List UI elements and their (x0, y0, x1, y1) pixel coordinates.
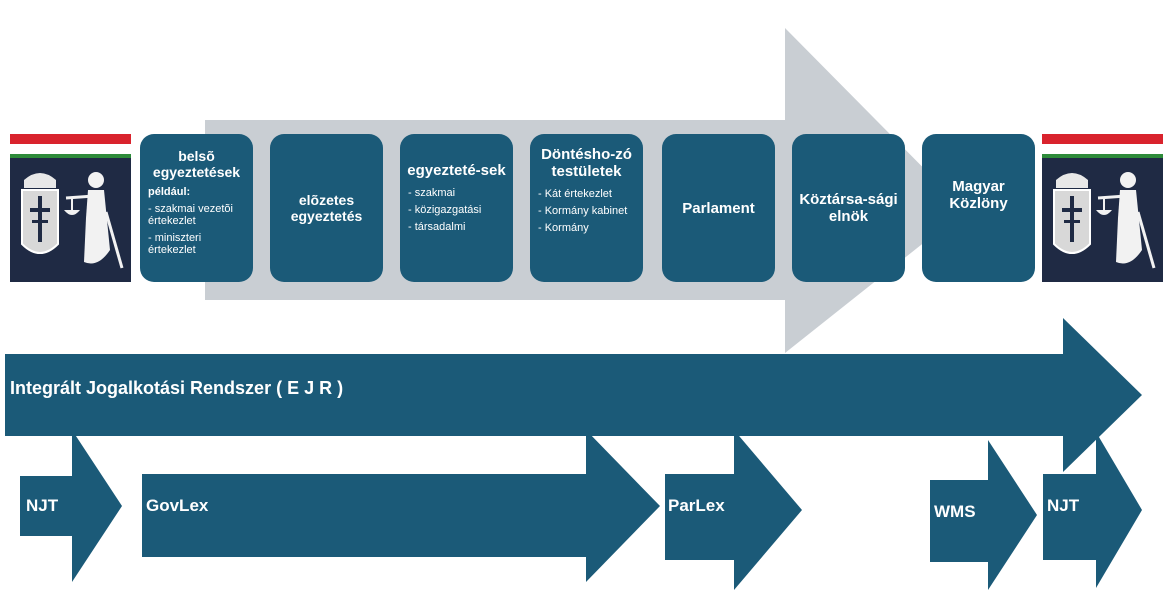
njt-right-arrow (1043, 432, 1142, 588)
wms-label: WMS (934, 502, 976, 521)
ejr-label: Integrált Jogalkotási Rendszer ( E J R ) (10, 378, 344, 398)
parlex-label: ParLex (668, 496, 725, 515)
step-decision-bodies: Döntésho-zó testületek - Kát értekezlet … (530, 134, 643, 282)
step-item: - Kát értekezlet (538, 188, 612, 200)
step-details: - szakmai - közigazgatási - társadalmi (400, 185, 513, 233)
njt-left-label: NJT (26, 496, 59, 515)
step-item: - Kormány kabinet (538, 205, 628, 217)
wms-arrow (930, 440, 1037, 590)
step-consultations: egyezteté-sek - szakmai - közigazgatási … (400, 134, 513, 282)
step-item: - szakmai vezetõi értekezlet (148, 203, 233, 227)
parlex-arrow (665, 430, 802, 590)
step-internal-consultation: belsõ egyeztetések például: - szakmai ve… (140, 134, 253, 282)
flag-white-stripe (10, 144, 131, 154)
step-parliament: Parlament (662, 134, 775, 282)
govlex-label: GovLex (146, 496, 209, 515)
emblem-left (10, 158, 131, 282)
step-item: - szakmai (408, 187, 456, 199)
ejr-arrow (5, 318, 1142, 472)
step-item: - társadalmi (408, 221, 466, 233)
justice-coat-of-arms-icon (21, 172, 124, 269)
step-title: Döntésho-zó testületek (541, 146, 632, 180)
govlex-arrow (142, 430, 660, 582)
step-official-gazette: Magyar Közlöny (922, 134, 1035, 282)
step-title: elõzetes egyeztetés (290, 192, 363, 224)
step-title: Magyar Közlöny (949, 178, 1008, 212)
njt-right-label: NJT (1047, 496, 1080, 515)
flag-red-stripe (10, 134, 131, 144)
step-details: - Kát értekezlet - Kormány kabinet - Kor… (530, 186, 643, 234)
step-title: Köztársa-sági elnök (799, 191, 898, 225)
step-item: - miniszteri értekezlet (148, 232, 202, 256)
justice-coat-of-arms-icon (1053, 172, 1156, 269)
step-title: Parlament (682, 199, 755, 217)
flag-red-stripe (1042, 134, 1163, 144)
flag-white-stripe (1042, 144, 1163, 154)
step-president: Köztársa-sági elnök (792, 134, 905, 282)
step-preliminary-consultation: elõzetes egyeztetés (270, 134, 383, 282)
njt-left-arrow (20, 430, 122, 582)
step-lead: például: (148, 186, 191, 198)
step-details: például: - szakmai vezetõi értekezlet - … (140, 186, 253, 256)
emblem-right (1042, 158, 1163, 282)
step-item: - közigazgatási (408, 204, 482, 216)
step-title: belsõ egyeztetések (152, 148, 241, 180)
step-item: - Kormány (538, 222, 589, 234)
step-title: egyezteté-sek (407, 162, 506, 179)
